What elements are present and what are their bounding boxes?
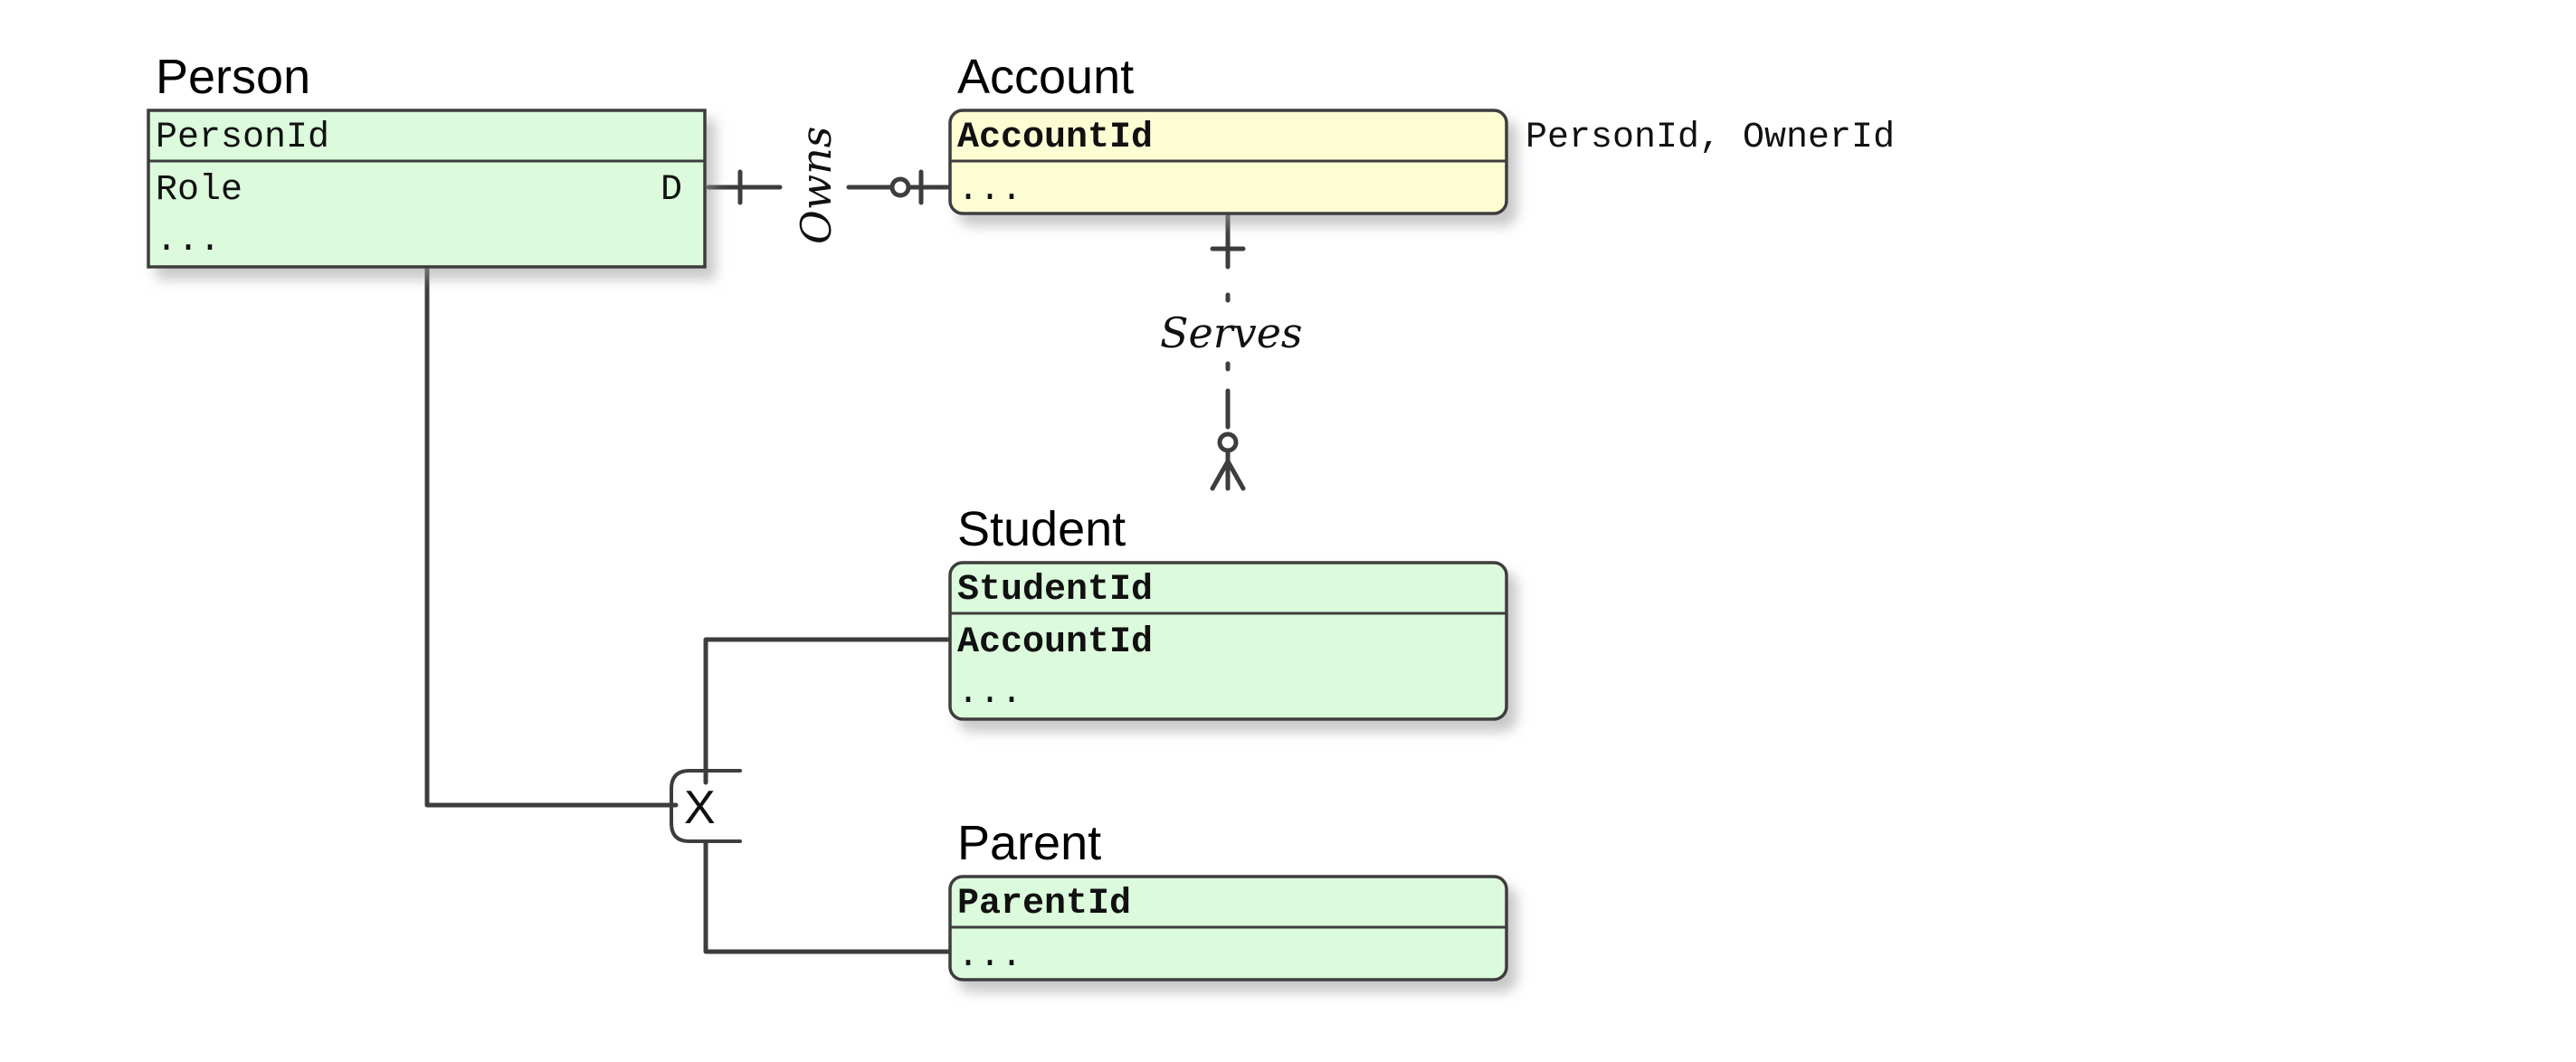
account-note: PersonId, OwnerId — [1526, 118, 1895, 158]
serves-relationship: Serves — [1160, 213, 1303, 491]
person-role-field: Role — [156, 170, 242, 211]
person-box — [147, 109, 707, 269]
student-entity[interactable]: Student StudentId AccountId ... — [948, 502, 1508, 721]
subtype-exclusive-node[interactable]: X — [670, 769, 742, 843]
account-entity[interactable]: Account AccountId ... PersonId, OwnerId — [948, 50, 1895, 215]
person-subtype-connector — [424, 264, 679, 808]
parent-title: Parent — [957, 816, 1101, 870]
person-more-field: ... — [156, 221, 221, 261]
subtype-parent-connector — [703, 840, 953, 954]
student-more-field: ... — [957, 673, 1022, 714]
student-account-field: AccountId — [957, 622, 1153, 663]
parent-more-field: ... — [957, 936, 1022, 977]
student-title: Student — [957, 502, 1126, 556]
student-key-field: StudentId — [957, 570, 1153, 611]
person-key-field: PersonId — [156, 118, 329, 158]
serves-label: Serves — [1160, 308, 1303, 357]
account-title: Account — [957, 50, 1134, 104]
subtype-node-shape — [670, 769, 742, 843]
account-more-field: ... — [957, 170, 1022, 211]
person-title: Person — [156, 50, 310, 104]
person-role-flag: D — [661, 170, 682, 211]
person-entity[interactable]: Person PersonId Role D ... — [147, 50, 707, 269]
subtype-x-label: X — [684, 782, 716, 834]
parent-entity[interactable]: Parent ParentId ... — [948, 816, 1508, 981]
parent-key-field: ParentId — [957, 884, 1131, 925]
owns-relationship: Owns — [706, 127, 953, 244]
subtype-student-connector — [703, 637, 953, 785]
student-box — [948, 561, 1508, 721]
owns-label: Owns — [792, 127, 841, 244]
account-key-field: AccountId — [957, 118, 1153, 158]
